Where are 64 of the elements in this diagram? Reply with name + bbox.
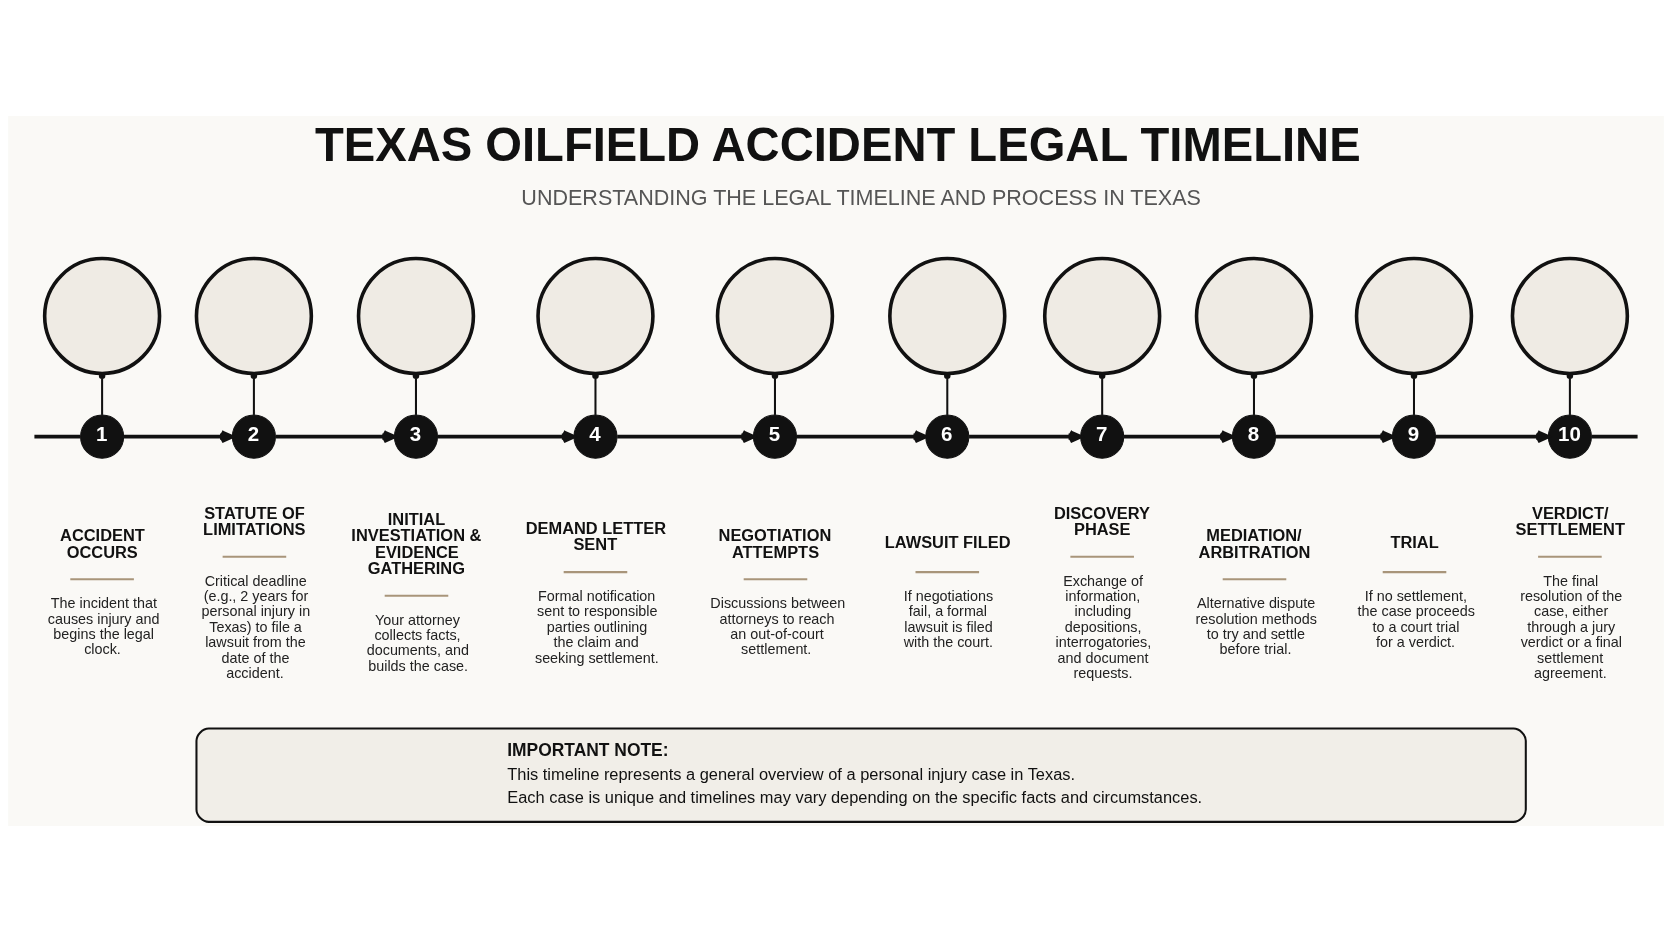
node-label: Exchange of information, including depositions, interrogatories, and document requests. bbox=[1055, 572, 1152, 681]
connector bbox=[34, 434, 81, 438]
connector bbox=[1566, 372, 1574, 415]
node-circle: 5 bbox=[752, 414, 798, 459]
node-circle: 10 bbox=[1547, 414, 1592, 459]
node-circle: 3 bbox=[393, 414, 439, 459]
connector bbox=[771, 372, 779, 415]
arrow bbox=[969, 429, 1083, 443]
node-circle: 6 bbox=[925, 414, 970, 459]
node-label: VERDICT/ SETTLEMENT bbox=[1515, 503, 1625, 538]
node-circle bbox=[1042, 256, 1162, 375]
node-circle: 7 bbox=[1080, 414, 1125, 459]
arrow bbox=[1275, 429, 1395, 443]
node-label: DISCOVERY PHASE bbox=[1053, 503, 1150, 538]
node-label: The final resolution of the case, either through a jury verdict or a final settlement agreement. bbox=[1520, 572, 1623, 681]
connector bbox=[1410, 372, 1418, 415]
node-circle bbox=[42, 256, 162, 375]
node-circle bbox=[194, 256, 314, 375]
arrow bbox=[1123, 429, 1234, 443]
connector bbox=[1250, 372, 1258, 415]
connector bbox=[592, 372, 599, 415]
node-circle: 8 bbox=[1231, 414, 1277, 459]
connector bbox=[1591, 434, 1638, 438]
node-label: MEDIATION/ ARBITRATION bbox=[1198, 525, 1311, 561]
node-circle bbox=[536, 256, 655, 375]
connector bbox=[98, 372, 106, 415]
arrow bbox=[275, 429, 397, 443]
node-label: Alternative dispute resolution methods to try and settle before trial. bbox=[1195, 594, 1317, 657]
connector bbox=[944, 372, 951, 415]
node-label: ACCIDENT OCCURS bbox=[60, 525, 145, 561]
node-label: Formal notification sent to responsible parties outlining the claim and seeking settlement. bbox=[534, 587, 659, 666]
node-label: The incident that causes injury and begins the legal clock. bbox=[47, 594, 160, 657]
node-circle bbox=[1354, 256, 1474, 375]
node-circle: 2 bbox=[231, 414, 276, 459]
node-circle bbox=[888, 256, 1007, 375]
node-label: Discussions between attorneys to reach an out-of-court settlement. bbox=[710, 594, 846, 657]
node-box: IMPORTANT NOTE: This timeline represents a general overview of a personal injury case in Texas. Each case is unique and timelines may vary depending on the specific facts and circumstances. bbox=[195, 727, 1527, 823]
arrow bbox=[796, 429, 928, 443]
node-label: STATUTE OF LIMITATIONS bbox=[203, 503, 306, 538]
node-circle bbox=[715, 256, 835, 375]
node-circle: 1 bbox=[80, 414, 125, 459]
node-circle bbox=[356, 256, 476, 375]
node-label: TRIAL bbox=[1390, 532, 1439, 551]
node-label: DEMAND LETTER SENT bbox=[525, 518, 667, 553]
node-label: If no settlement, the case proceeds to a court trial for a verdict. bbox=[1357, 587, 1475, 650]
node-label: INITIAL INVESTIATION & EVIDENCE GATHERING bbox=[351, 509, 482, 577]
arrow bbox=[617, 429, 756, 443]
connector bbox=[412, 372, 420, 415]
node-circle bbox=[1194, 256, 1314, 375]
node-label: If negotiations fail, a formal lawsuit is filed with the court. bbox=[903, 587, 994, 650]
node-label: Critical deadline (e.g., 2 years for personal injury in Texas) to file a lawsuit from the date of the accident. bbox=[201, 572, 311, 681]
connector bbox=[250, 372, 258, 415]
arrow bbox=[1435, 429, 1550, 443]
node-circle bbox=[1510, 256, 1630, 375]
connector bbox=[1098, 372, 1106, 415]
arrow bbox=[123, 429, 234, 443]
node-circle: 9 bbox=[1391, 414, 1437, 459]
diagram-title: TEXAS OILFIELD ACCIDENT LEGAL TIMELINE bbox=[314, 117, 1361, 171]
label: UNDERSTANDING THE LEGAL TIMELINE AND PROCESS IN TEXAS bbox=[521, 185, 1201, 210]
node-label: NEGOTIATION ATTEMPTS bbox=[718, 525, 832, 561]
node-label: Your attorney collects facts, documents, and builds the case. bbox=[366, 611, 469, 674]
arrow bbox=[437, 429, 576, 443]
node-circle: 4 bbox=[573, 414, 618, 459]
node-label: LAWSUIT FILED bbox=[884, 532, 1011, 551]
